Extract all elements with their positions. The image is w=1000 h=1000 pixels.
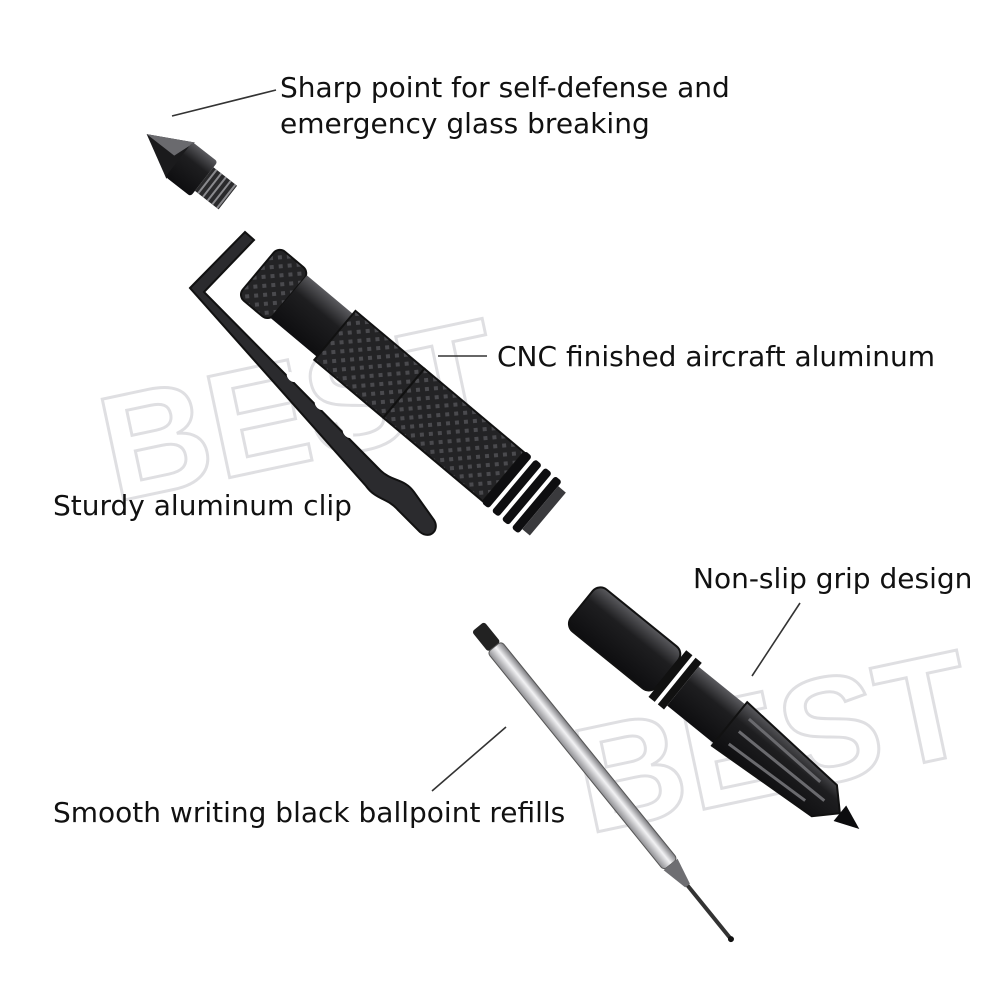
aluminum-clip	[188, 230, 437, 536]
callout-non-slip-grip: Non-slip grip design	[693, 562, 973, 595]
callout-aircraft-aluminum: CNC finished aircraft aluminum	[497, 340, 935, 373]
pen-body-upper	[239, 248, 566, 536]
callout-glass-breaker-line-2: emergency glass breaking	[280, 107, 650, 140]
callout-glass-breaker: Sharp point for self-defense and emergen…	[280, 70, 730, 142]
ballpoint-refill	[472, 622, 734, 943]
callout-line-refill	[431, 726, 507, 792]
glass-breaker-tip	[146, 134, 238, 210]
callout-ballpoint-refills: Smooth writing black ballpoint refills	[53, 796, 566, 829]
pen-grip-section	[567, 586, 860, 830]
callout-glass-breaker-line-1: Sharp point for self-defense and	[280, 71, 730, 104]
callout-line-grip	[751, 602, 801, 677]
callout-line-tip	[171, 89, 277, 117]
callout-aluminum-clip: Sturdy aluminum clip	[53, 489, 352, 522]
